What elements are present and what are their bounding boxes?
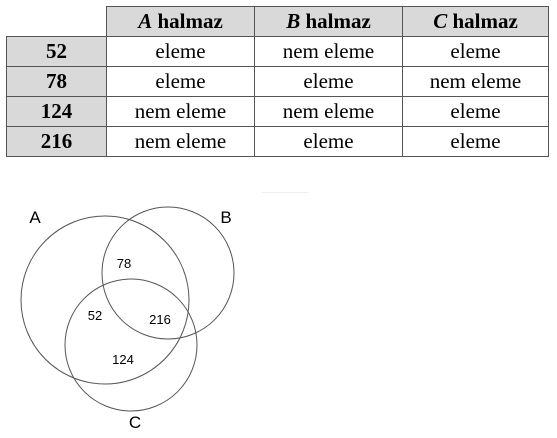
- table-row: 124 nem eleme nem eleme eleme: [6, 96, 549, 127]
- venn-circle-c: [64, 278, 198, 412]
- row-header-78: 78: [6, 66, 107, 97]
- cell-52-b: nem eleme: [254, 36, 403, 67]
- venn-region-ab: 78: [117, 256, 131, 271]
- membership-table: A halmaz B halmaz C halmaz 52 eleme nem …: [6, 6, 549, 157]
- cell-78-c: nem eleme: [402, 66, 549, 97]
- cell-216-c: eleme: [402, 126, 549, 157]
- venn-region-c-only: 124: [112, 352, 134, 367]
- column-header-c-word: halmaz: [452, 9, 518, 33]
- cell-78-a: eleme: [106, 66, 255, 97]
- faint-divider: [262, 192, 308, 193]
- table-row: 216 nem eleme eleme eleme: [6, 126, 549, 157]
- cell-78-b: eleme: [254, 66, 403, 97]
- column-header-a-word: halmaz: [157, 9, 223, 33]
- row-header-216: 216: [6, 126, 107, 157]
- table-row: 52 eleme nem eleme eleme: [6, 36, 549, 67]
- venn-circle-b: [101, 206, 235, 340]
- cell-52-a: eleme: [106, 36, 255, 67]
- column-header-c: C halmaz: [402, 6, 549, 37]
- venn-region-ac: 52: [88, 308, 102, 323]
- row-header-52: 52: [6, 36, 107, 67]
- row-header-124: 124: [6, 96, 107, 127]
- venn-region-bc: 216: [149, 312, 171, 327]
- column-header-b: B halmaz: [254, 6, 403, 37]
- column-header-b-word: halmaz: [305, 9, 371, 33]
- column-header-c-letter: C: [433, 9, 448, 33]
- cell-124-c: eleme: [402, 96, 549, 127]
- venn-label-b: B: [220, 208, 231, 227]
- cell-216-b: eleme: [254, 126, 403, 157]
- column-header-a-letter: A: [138, 9, 153, 33]
- table-header-row: A halmaz B halmaz C halmaz: [7, 6, 549, 37]
- cell-52-c: eleme: [402, 36, 549, 67]
- column-header-a: A halmaz: [106, 6, 255, 37]
- column-header-b-letter: B: [286, 9, 301, 33]
- cell-216-a: nem eleme: [106, 126, 255, 157]
- venn-label-c: C: [129, 413, 141, 432]
- venn-label-a: A: [29, 208, 41, 227]
- table-corner-cell: [7, 7, 107, 37]
- cell-124-a: nem eleme: [106, 96, 255, 127]
- venn-diagram: A B C 78 52 216 124: [20, 206, 235, 432]
- cell-124-b: nem eleme: [254, 96, 403, 127]
- venn-circle-a: [20, 215, 190, 385]
- table-row: 78 eleme eleme nem eleme: [6, 66, 549, 97]
